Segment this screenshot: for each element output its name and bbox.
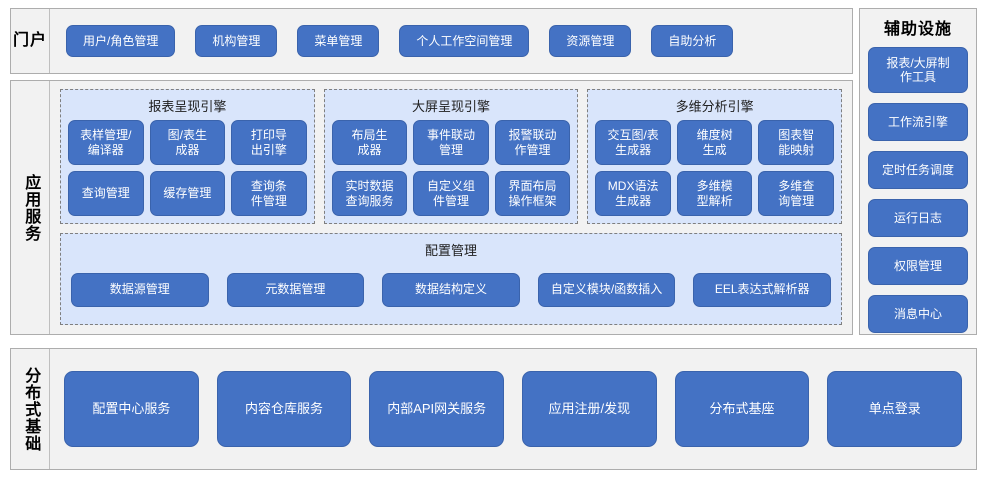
base-button-content-repository[interactable]: 内容仓库服务 [216,371,352,447]
engine-multidimensional-analysis-items: 交互图/表 生成器 维度树 生成 图表智 能映射 MDX语法 生成器 多维模 型… [595,120,834,216]
portal-button-resource[interactable]: 资源管理 [549,25,632,57]
engine-report-rendering-title: 报表呈现引擎 [148,99,227,114]
distributed-base-panel: 分布式基础 配置中心服务 内容仓库服务 内部API网关服务 应用注册/发现 分布… [10,348,977,470]
engine-button-interactive-chart-generator[interactable]: 交互图/表 生成器 [595,120,671,165]
engines-row: 报表呈现引擎 表样管理/ 编译器 图/表生 成器 打印导 出引擎 查询管理 缓存… [60,89,843,224]
engine-button-cache-management[interactable]: 缓存管理 [149,171,226,216]
engine-button-print-export[interactable]: 打印导 出引擎 [231,120,307,165]
engine-report-rendering-items: 表样管理/ 编译器 图/表生 成器 打印导 出引擎 查询管理 缓存管理 查询条 … [68,120,307,216]
engine-button-query-management[interactable]: 查询管理 [68,171,144,216]
engine-button-query-condition[interactable]: 查询条 件管理 [231,171,307,216]
config-button-datasource[interactable]: 数据源管理 [71,272,209,307]
engine-report-rendering: 报表呈现引擎 表样管理/ 编译器 图/表生 成器 打印导 出引擎 查询管理 缓存… [60,89,315,224]
config-button-metadata[interactable]: 元数据管理 [226,272,365,307]
distributed-base-band-label: 分布式基础 [11,349,50,469]
aux-button-runtime-log[interactable]: 运行日志 [868,199,968,237]
engine-button-template-management[interactable]: 表样管理/ 编译器 [68,120,144,165]
engine-button-alarm-action[interactable]: 报警联动 作管理 [494,120,571,165]
portal-panel: 门户 用户/角色管理 机构管理 菜单管理 个人工作空间管理 资源管理 自助分析 [10,8,853,74]
application-services-body: 报表呈现引擎 表样管理/ 编译器 图/表生 成器 打印导 出引擎 查询管理 缓存… [50,81,852,334]
configuration-management-items: 数据源管理 元数据管理 数据结构定义 自定义模块/函数插入 EEL表达式解析器 [71,265,831,316]
engine-button-chart-smart-mapping[interactable]: 图表智 能映射 [758,120,834,165]
config-button-custom-module[interactable]: 自定义模块/函数插入 [537,272,676,307]
base-button-internal-api-gateway[interactable]: 内部API网关服务 [369,371,505,447]
engine-button-multidim-query[interactable]: 多维查 询管理 [758,171,834,216]
config-button-eel-parser[interactable]: EEL表达式解析器 [693,272,831,307]
portal-band-label: 门户 [11,9,50,73]
aux-button-message-center[interactable]: 消息中心 [868,295,968,333]
engine-button-realtime-data-query[interactable]: 实时数据 查询服务 [331,171,408,216]
config-button-data-structure[interactable]: 数据结构定义 [382,272,520,307]
portal-button-menu[interactable]: 菜单管理 [297,25,380,57]
engine-button-layout-generator[interactable]: 布局生 成器 [331,120,408,165]
portal-button-organization[interactable]: 机构管理 [195,25,278,57]
engine-large-screen: 大屏呈现引擎 布局生 成器 事件联动 管理 报警联动 作管理 实时数据 查询服务… [323,89,579,224]
auxiliary-title: 辅助设施 [883,21,952,38]
aux-button-workflow-engine[interactable]: 工作流引擎 [868,103,968,141]
base-button-single-sign-on[interactable]: 单点登录 [827,371,963,447]
engine-button-dimension-tree[interactable]: 维度树 生成 [676,120,753,165]
application-services-panel: 应用服务 报表呈现引擎 表样管理/ 编译器 图/表生 成器 打印导 出引擎 查询… [10,80,853,335]
auxiliary-panel: 辅助设施 报表/大屏制 作工具 工作流引擎 定时任务调度 运行日志 权限管理 消… [859,8,977,335]
auxiliary-items: 报表/大屏制 作工具 工作流引擎 定时任务调度 运行日志 权限管理 消息中心 [868,47,968,333]
engine-multidimensional-analysis-title: 多维分析引擎 [675,99,754,114]
configuration-management-title: 配置管理 [424,243,477,258]
configuration-management-group: 配置管理 数据源管理 元数据管理 数据结构定义 自定义模块/函数插入 EEL表达… [60,233,842,325]
engine-button-chart-table-generator[interactable]: 图/表生 成器 [149,120,226,165]
engine-multidimensional-analysis: 多维分析引擎 交互图/表 生成器 维度树 生成 图表智 能映射 MDX语法 生成… [587,89,843,224]
application-services-band-label: 应用服务 [11,81,50,334]
engine-large-screen-items: 布局生 成器 事件联动 管理 报警联动 作管理 实时数据 查询服务 自定义组 件… [331,120,571,216]
base-button-app-registry[interactable]: 应用注册/发现 [522,371,657,447]
aux-button-permission-management[interactable]: 权限管理 [868,247,968,285]
engine-large-screen-title: 大屏呈现引擎 [412,99,491,114]
portal-button-user-role[interactable]: 用户/角色管理 [66,25,176,57]
engine-button-custom-component[interactable]: 自定义组 件管理 [413,171,489,216]
aux-button-report-dashboard-tool[interactable]: 报表/大屏制 作工具 [868,47,968,93]
engine-button-ui-layout-framework[interactable]: 界面布局 操作框架 [494,171,571,216]
portal-items: 用户/角色管理 机构管理 菜单管理 个人工作空间管理 资源管理 自助分析 [50,9,852,73]
aux-button-scheduled-task[interactable]: 定时任务调度 [868,151,968,189]
portal-row: 门户 用户/角色管理 机构管理 菜单管理 个人工作空间管理 资源管理 自助分析 [10,8,977,74]
distributed-base-items: 配置中心服务 内容仓库服务 内部API网关服务 应用注册/发现 分布式基座 单点… [50,349,976,469]
engine-button-mdx-generator[interactable]: MDX语法 生成器 [595,171,671,216]
engine-button-event-linkage[interactable]: 事件联动 管理 [413,120,489,165]
base-button-config-center[interactable]: 配置中心服务 [64,371,199,447]
portal-button-personal-workspace[interactable]: 个人工作空间管理 [399,25,530,57]
portal-button-self-service-analysis[interactable]: 自助分析 [651,25,734,57]
base-button-distributed-foundation[interactable]: 分布式基座 [674,371,810,447]
engine-button-model-parsing[interactable]: 多维模 型解析 [676,171,753,216]
